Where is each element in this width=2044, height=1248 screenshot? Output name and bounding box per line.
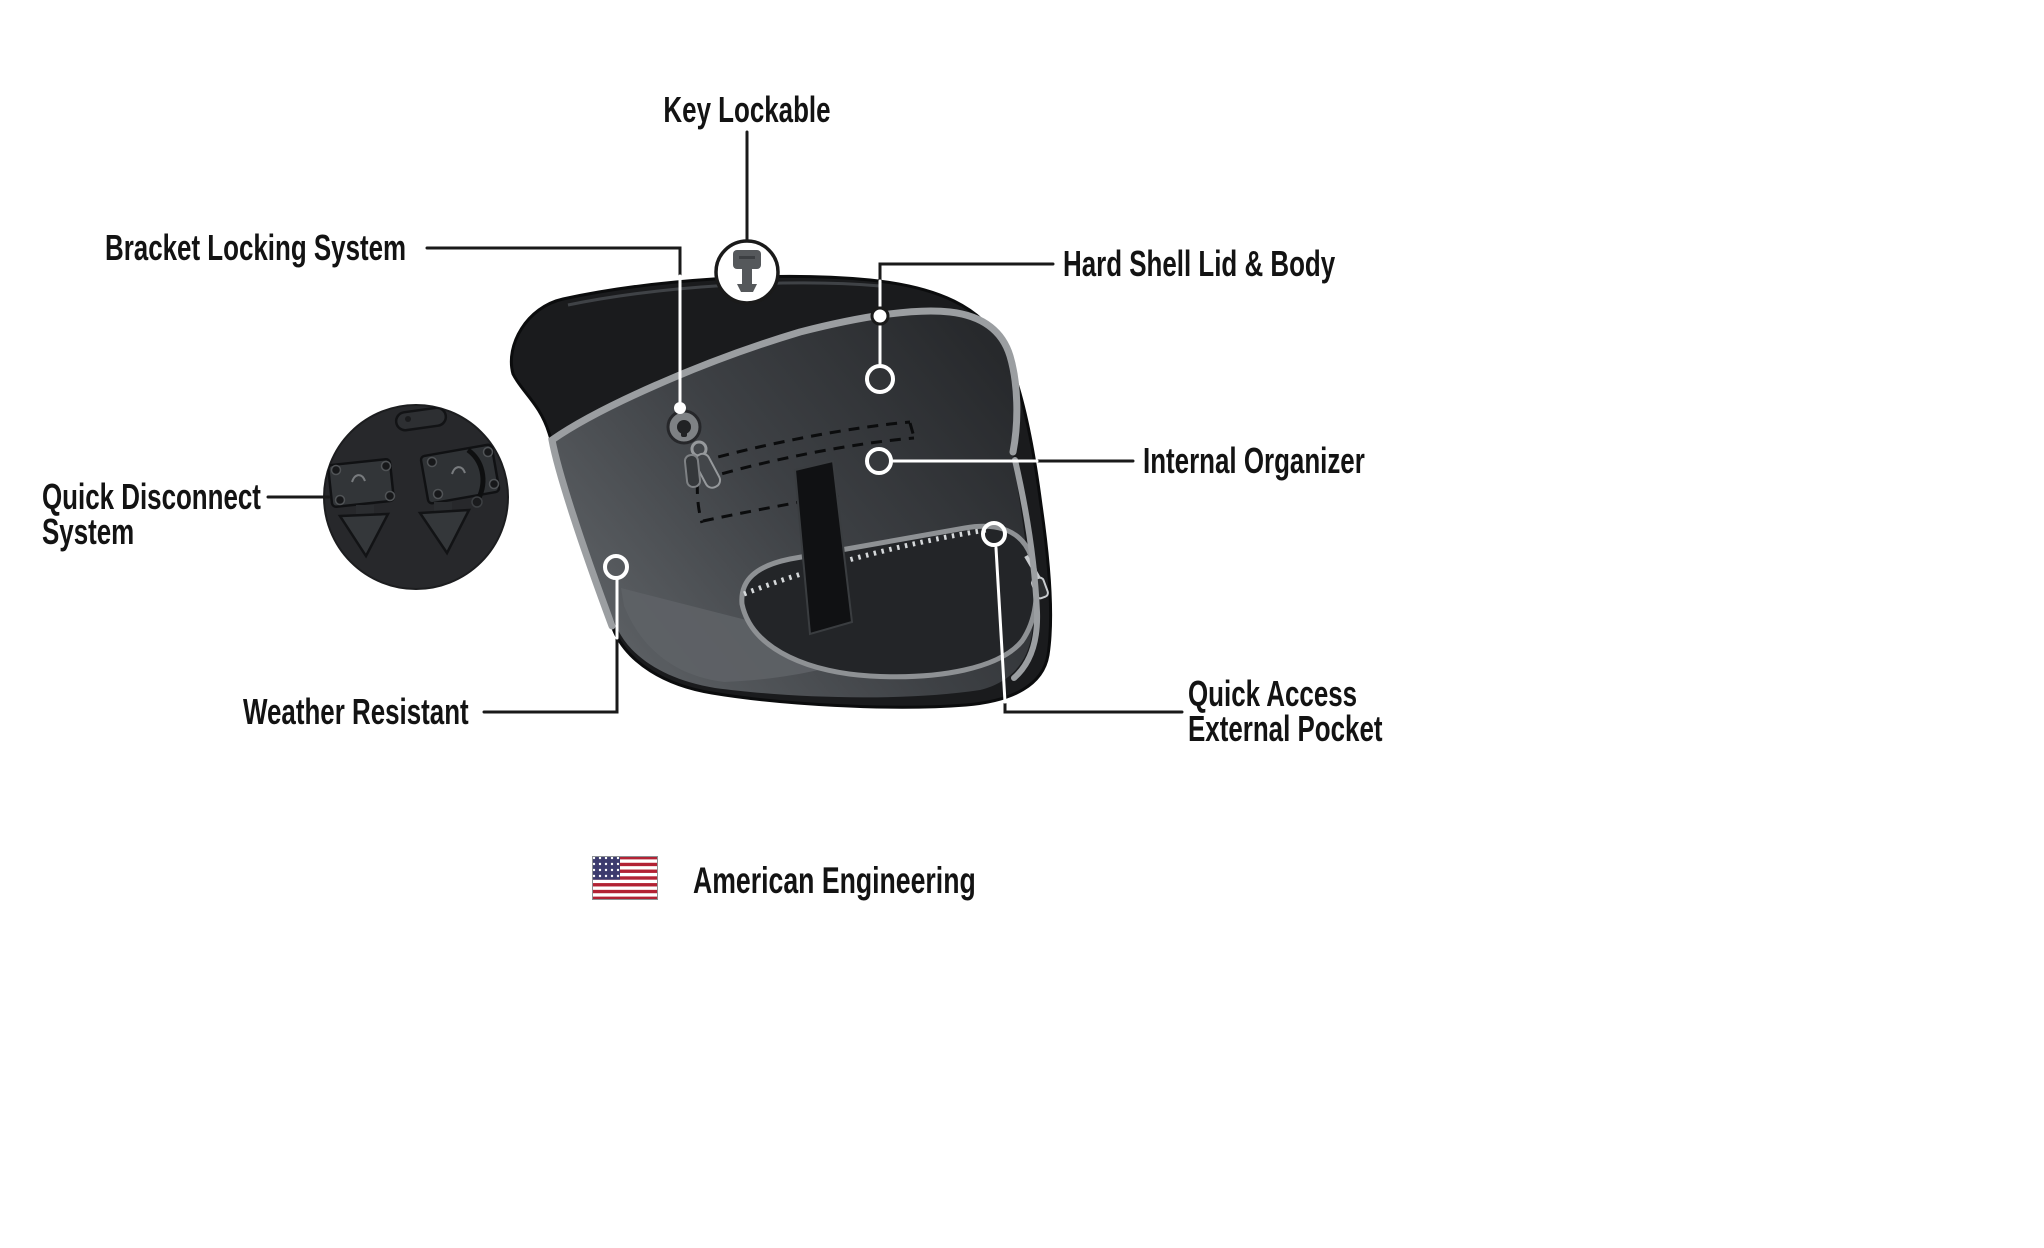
callout-dot-lid-edge	[870, 306, 890, 326]
label-key-lockable-text: Key Lockable	[663, 89, 831, 130]
label-internal-organizer: Internal Organizer	[1143, 440, 1365, 481]
lid-outline	[548, 307, 1021, 630]
callout-line-bracket-locking	[425, 246, 682, 278]
label-key-lockable: Key Lockable	[639, 89, 855, 130]
label-hard-shell-text: Hard Shell Lid & Body	[1063, 243, 1336, 284]
body-edge-outline	[1011, 457, 1041, 681]
us-flag-icon	[592, 856, 658, 900]
label-bracket-locking-system: Bracket Locking System	[105, 227, 407, 268]
callout-dot-lock	[674, 402, 686, 414]
lock-icon	[666, 409, 702, 445]
label-american-engineering-text: American Engineering	[693, 860, 976, 901]
organizer-strap	[793, 459, 854, 636]
callout-ring-quick-access	[981, 521, 1007, 547]
zipper	[743, 527, 987, 597]
label-weather-resistant-text: Weather Resistant	[243, 691, 469, 732]
key-icon	[733, 250, 761, 292]
label-quick-access-external-pocket: Quick Access External Pocket	[1188, 673, 1383, 749]
callout-lines	[266, 130, 1184, 714]
callout-ring-hard-shell	[865, 364, 895, 394]
label-bracket-locking-text: Bracket Locking System	[105, 227, 407, 268]
label-quick-disconnect-system: Quick Disconnect System	[42, 476, 261, 552]
label-weather-resistant: Weather Resistant	[243, 691, 469, 732]
label-quick-disconnect-line1: Quick Disconnect	[42, 476, 261, 517]
callout-line-hard-shell	[878, 262, 1055, 283]
quick-disconnect-inset	[323, 404, 509, 590]
label-quick-disconnect-line2: System	[42, 511, 135, 552]
callout-ring-internal-organizer	[865, 447, 893, 475]
label-quick-access-line1: Quick Access	[1188, 673, 1358, 714]
label-american-engineering: American Engineering	[693, 862, 976, 900]
keys-illustration	[683, 440, 722, 489]
label-hard-shell-lid-body: Hard Shell Lid & Body	[1063, 243, 1336, 284]
callout-line-quick-access	[1003, 702, 1184, 714]
mounting-bracket-illustration	[327, 406, 501, 559]
saddlebag-illustration	[510, 274, 1053, 709]
callout-line-weather-resistant	[482, 636, 619, 714]
label-internal-organizer-text: Internal Organizer	[1143, 440, 1365, 481]
label-quick-access-line2: External Pocket	[1188, 708, 1383, 749]
key-lockable-badge	[714, 239, 780, 305]
callout-ring-weather-resistant	[603, 554, 629, 580]
